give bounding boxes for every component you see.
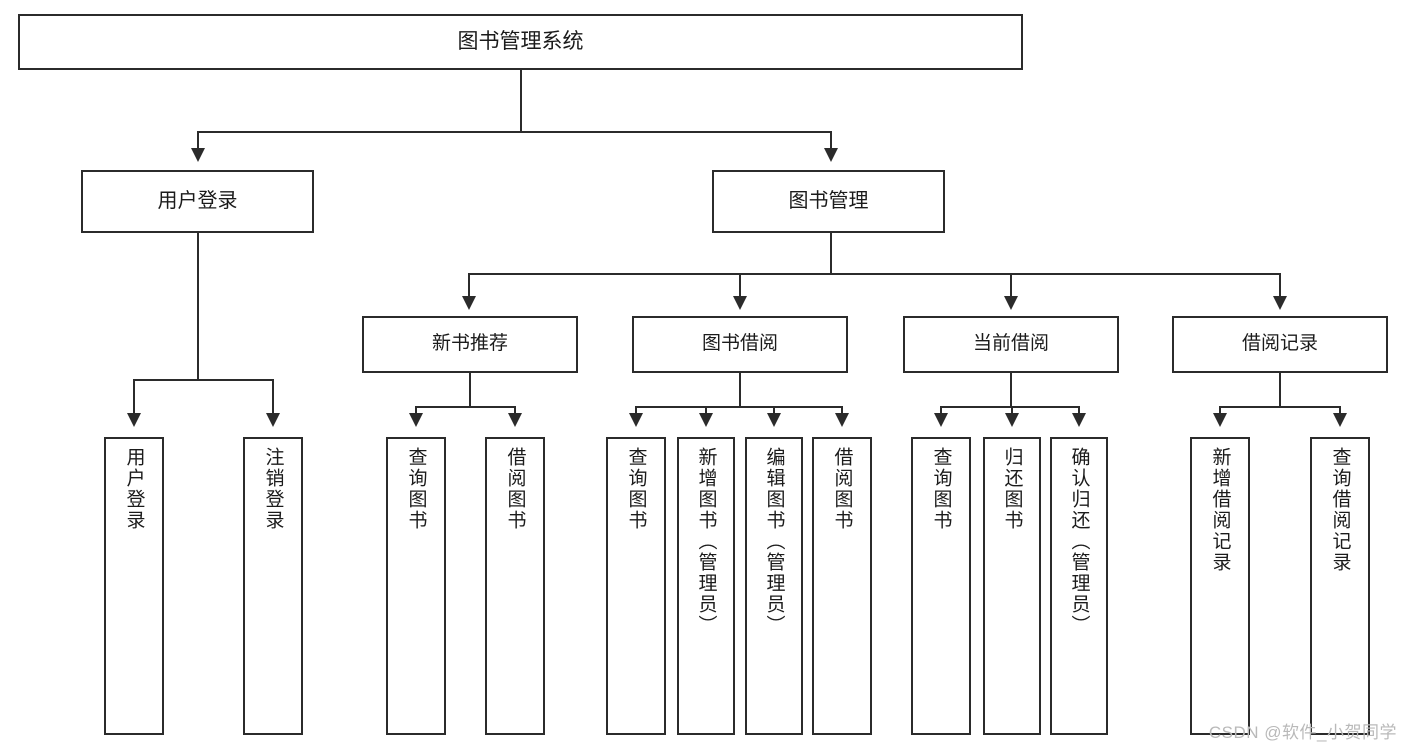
connector-book-management-stem (830, 233, 832, 273)
connector-book-management-bus (468, 273, 1280, 275)
arrow-nbr-to-leaf-2 (508, 413, 522, 427)
connector-user-login-stem (197, 233, 199, 379)
node-leaf-query-borrow-record[interactable]: 查询借阅记录 (1310, 437, 1370, 735)
arrow-cb-to-leaf-1 (934, 413, 948, 427)
node-label: 新增借阅记录 (1209, 447, 1231, 573)
connector-borrow-record-stem (1279, 373, 1281, 406)
node-label: 用户登录 (157, 189, 238, 212)
node-current-borrow[interactable]: 当前借阅 (903, 316, 1119, 373)
arrow-root-to-book-management (824, 148, 838, 162)
connector-cb-to-leaf-3 (1078, 406, 1080, 416)
arrow-bm-to-current-borrow (1004, 296, 1018, 310)
connector-root-to-book-management (830, 131, 832, 152)
connector-nbr-to-leaf-2 (514, 406, 516, 416)
connector-book-borrow-stem (739, 373, 741, 406)
connector-br-to-leaf-1 (1219, 406, 1221, 416)
connector-cb-to-leaf-2 (1011, 406, 1013, 416)
node-leaf-confirm-return-admin[interactable]: 确认归还（管理员） (1050, 437, 1108, 735)
connector-bm-to-book-borrow (739, 273, 741, 299)
arrow-bb-to-leaf-3 (767, 413, 781, 427)
connector-root-bus (197, 131, 832, 133)
node-new-book-recommend[interactable]: 新书推荐 (362, 316, 578, 373)
arrow-bm-to-book-borrow (733, 296, 747, 310)
node-leaf-return-book[interactable]: 归还图书 (983, 437, 1041, 735)
node-borrow-record[interactable]: 借阅记录 (1172, 316, 1388, 373)
node-leaf-logout-login[interactable]: 注销登录 (243, 437, 303, 735)
node-label: 当前借阅 (972, 333, 1049, 355)
connector-root-to-user-login (197, 131, 199, 152)
connector-bm-to-new-book-recommend (468, 273, 470, 299)
arrow-cb-to-leaf-3 (1072, 413, 1086, 427)
node-leaf-add-book-admin[interactable]: 新增图书（管理员） (677, 437, 735, 735)
arrow-user-login-to-leaf-2 (266, 413, 280, 427)
node-label: 图书借阅 (701, 333, 778, 355)
arrow-br-to-leaf-2 (1333, 413, 1347, 427)
connector-bb-to-leaf-3 (773, 406, 775, 416)
node-leaf-edit-book-admin[interactable]: 编辑图书（管理员） (745, 437, 803, 735)
node-leaf-borrow-book-2[interactable]: 借阅图书 (812, 437, 872, 735)
node-leaf-query-book-2[interactable]: 查询图书 (606, 437, 666, 735)
arrow-bm-to-new-book-recommend (462, 296, 476, 310)
node-leaf-add-borrow-record[interactable]: 新增借阅记录 (1190, 437, 1250, 735)
node-leaf-borrow-book-1[interactable]: 借阅图书 (485, 437, 545, 735)
node-user-login[interactable]: 用户登录 (81, 170, 314, 233)
connector-current-borrow-bus (940, 406, 1079, 408)
node-label: 用户登录 (123, 447, 145, 531)
node-leaf-user-login[interactable]: 用户登录 (104, 437, 164, 735)
node-book-borrow[interactable]: 图书借阅 (632, 316, 848, 373)
connector-user-login-bus (133, 379, 273, 381)
node-leaf-query-book-1[interactable]: 查询图书 (386, 437, 446, 735)
arrow-root-to-user-login (191, 148, 205, 162)
connector-bb-to-leaf-4 (841, 406, 843, 416)
node-label: 图书管理 (788, 189, 869, 212)
arrow-bb-to-leaf-4 (835, 413, 849, 427)
connector-borrow-record-bus (1219, 406, 1341, 408)
node-label: 图书管理系统 (457, 29, 584, 53)
node-label: 新书推荐 (431, 333, 508, 355)
connector-bm-to-current-borrow (1010, 273, 1012, 299)
connector-bm-to-borrow-record (1279, 273, 1281, 299)
node-label: 借阅图书 (831, 447, 853, 531)
connector-bb-to-leaf-2 (705, 406, 707, 416)
node-label: 借阅记录 (1241, 333, 1318, 355)
arrow-bm-to-borrow-record (1273, 296, 1287, 310)
arrow-br-to-leaf-1 (1213, 413, 1227, 427)
connector-bb-to-leaf-1 (635, 406, 637, 416)
node-label: 查询图书 (930, 447, 952, 531)
node-label: 查询图书 (405, 447, 427, 531)
node-leaf-query-book-3[interactable]: 查询图书 (911, 437, 971, 735)
arrow-bb-to-leaf-1 (629, 413, 643, 427)
arrow-bb-to-leaf-2 (699, 413, 713, 427)
connector-root-stem (520, 70, 522, 131)
arrow-user-login-to-leaf-1 (127, 413, 141, 427)
node-label: 新增图书（管理员） (695, 447, 717, 636)
node-label: 编辑图书（管理员） (763, 447, 785, 636)
connector-current-borrow-stem (1010, 373, 1012, 406)
connector-cb-to-leaf-1 (940, 406, 942, 416)
node-root-book-management-system[interactable]: 图书管理系统 (18, 14, 1023, 70)
arrow-cb-to-leaf-2 (1005, 413, 1019, 427)
connector-user-login-to-leaf-2 (272, 379, 274, 416)
node-label: 确认归还（管理员） (1068, 447, 1090, 636)
node-label: 注销登录 (262, 447, 284, 531)
connector-nbr-to-leaf-1 (415, 406, 417, 416)
node-label: 归还图书 (1001, 447, 1023, 531)
node-book-management[interactable]: 图书管理 (712, 170, 945, 233)
node-label: 查询借阅记录 (1329, 447, 1351, 573)
connector-book-borrow-bus (635, 406, 843, 408)
connector-new-book-recommend-bus (415, 406, 516, 408)
connector-new-book-recommend-stem (469, 373, 471, 406)
connector-br-to-leaf-2 (1339, 406, 1341, 416)
connector-user-login-to-leaf-1 (133, 379, 135, 416)
arrow-nbr-to-leaf-1 (409, 413, 423, 427)
node-label: 查询图书 (625, 447, 647, 531)
node-label: 借阅图书 (504, 447, 526, 531)
